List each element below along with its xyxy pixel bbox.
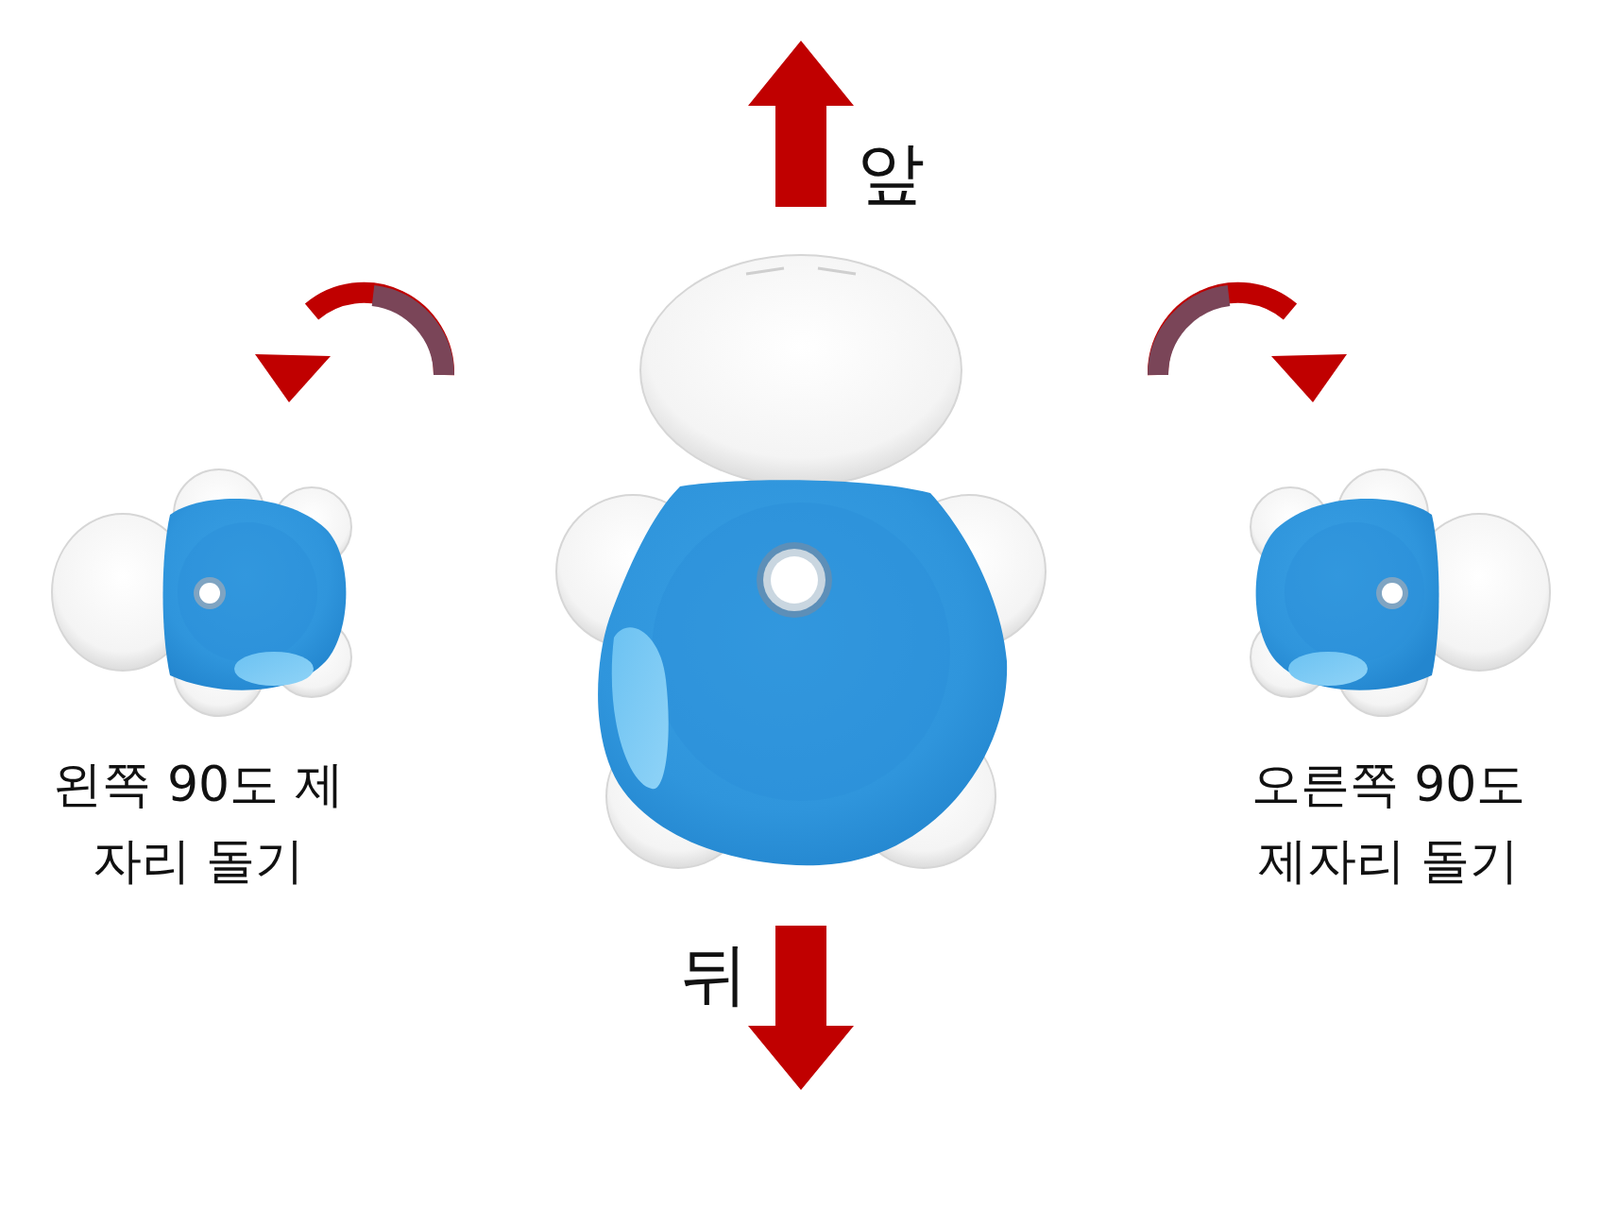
turn-label: 왼쪽 90도 제자리 돌기 <box>47 746 350 899</box>
robot-turned-right <box>1250 469 1550 716</box>
turn-right-arrow <box>1157 292 1347 403</box>
robot-turned-left <box>51 469 352 716</box>
forward-arrow <box>748 40 854 207</box>
turn-label: 오른쪽 90도 제자리 돌기 <box>1232 746 1545 899</box>
robot-top-view <box>556 255 1046 869</box>
direction-label: 뒤 <box>668 921 760 1028</box>
direction-label: 앞 <box>848 120 934 227</box>
turn-left-arrow <box>255 292 444 403</box>
backward-arrow <box>748 925 854 1090</box>
